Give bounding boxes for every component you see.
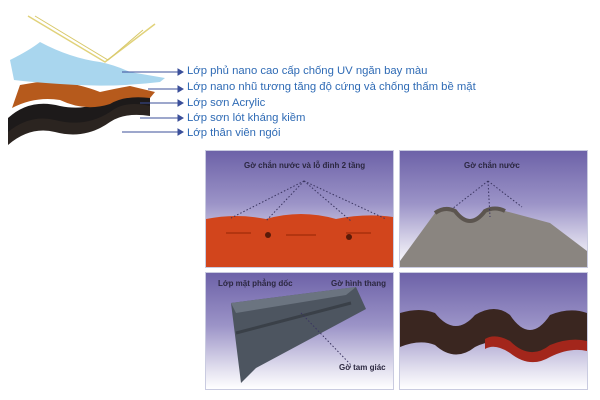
layer-label-uv-coating: Lớp phủ nano cao cấp chống UV ngăn bay m…	[187, 65, 428, 77]
tile-layers-illustration	[0, 0, 200, 150]
arrow-icons	[122, 68, 184, 136]
panel-tile-profile: Lớp mặt phẳng dốc Gờ hình thang Gờ tam g…	[205, 272, 394, 390]
panel-label-trapezoid-ridge: Gờ hình thang	[331, 279, 387, 288]
layer-label-tile-body: Lớp thân viên ngói	[187, 127, 281, 139]
layer-label-nano-emulsion: Lớp nano nhũ tương tăng độ cứng và chống…	[187, 81, 476, 93]
layer-label-primer: Lớp sơn lót kháng kiềm	[187, 112, 306, 124]
layer-label-acrylic: Lớp sơn Acrylic	[187, 97, 266, 109]
panel-water-barrier-nail-holes: Gờ chắn nước và lỗ đinh 2 tầng	[205, 150, 394, 268]
panel-tile-cross-section	[399, 272, 588, 390]
panel-water-barrier: Gờ chắn nước	[399, 150, 588, 268]
panel-title: Gờ chắn nước và lỗ đinh 2 tầng	[244, 161, 366, 170]
panel-label-sloped-surface: Lớp mặt phẳng dốc	[218, 279, 293, 288]
panel-label-triangle-ridge: Gờ tam giác	[339, 363, 386, 372]
panel-title: Gờ chắn nước	[464, 161, 520, 170]
